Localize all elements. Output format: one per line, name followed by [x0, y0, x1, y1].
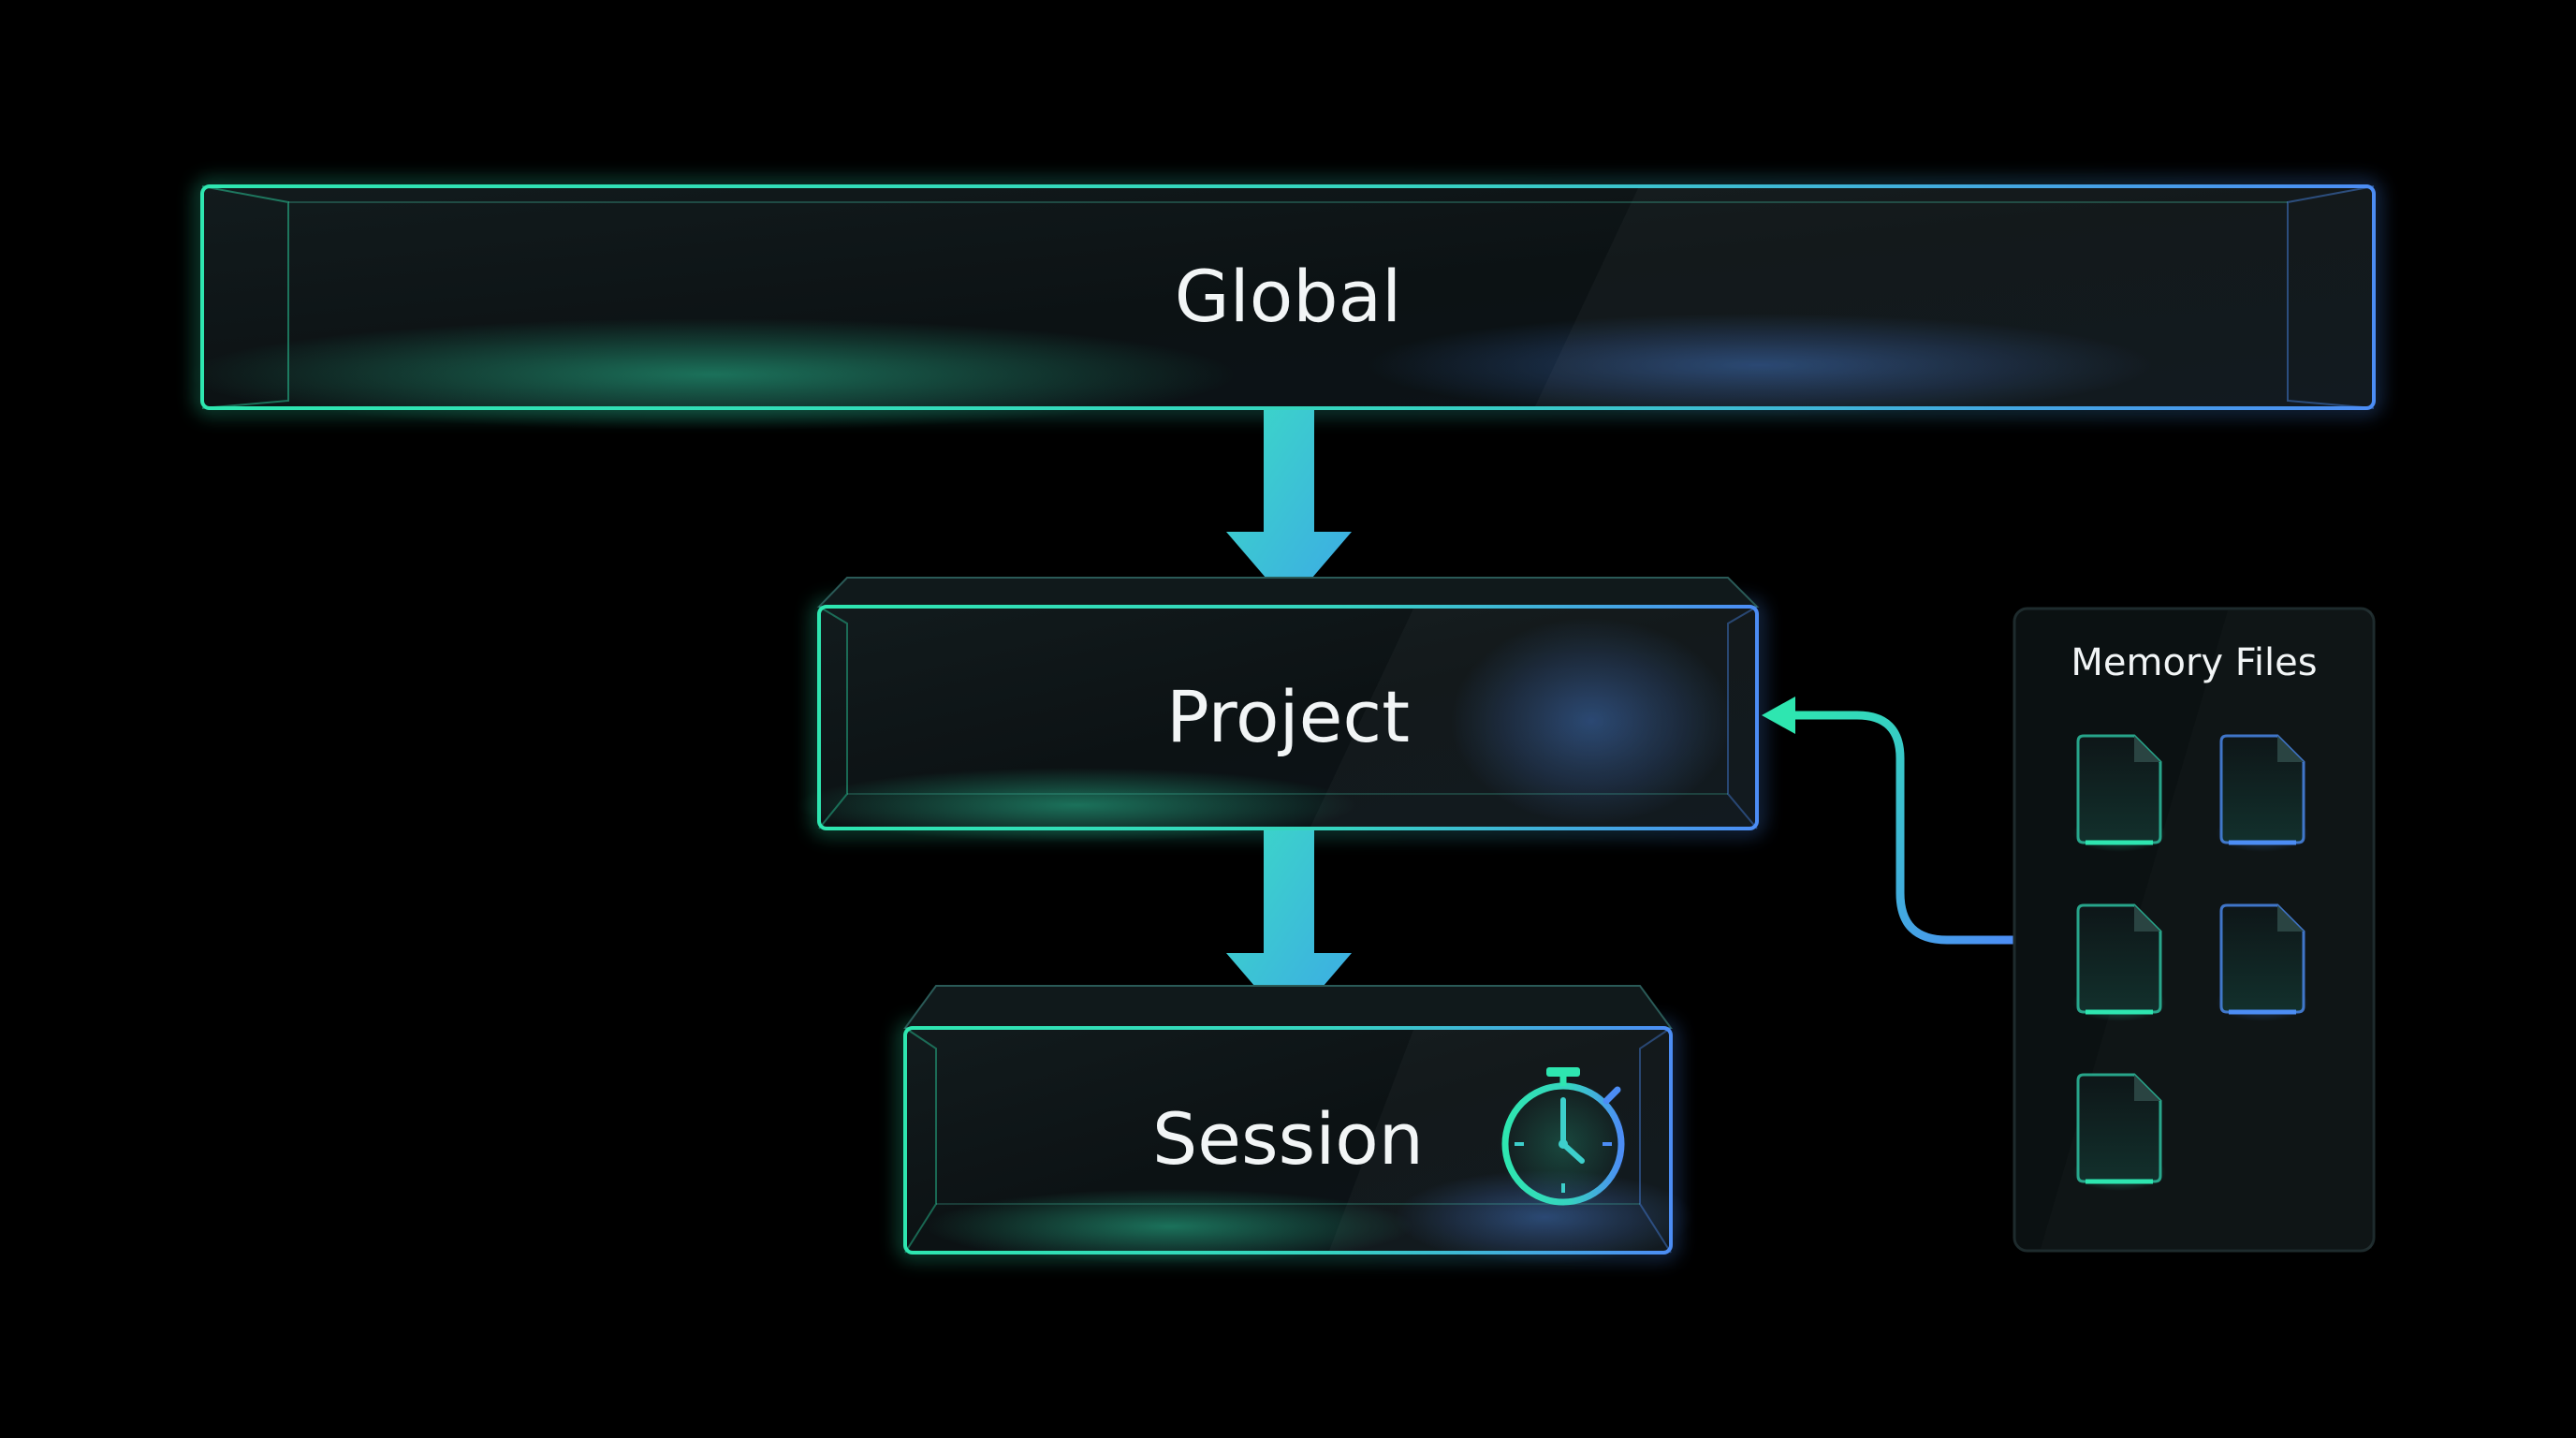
file-icon — [2072, 734, 2166, 852]
memory-files-title: Memory Files — [2071, 641, 2317, 684]
global-label: Global — [1175, 255, 1401, 338]
connector-memory-to-project — [1762, 697, 2019, 945]
arrow-global-to-project — [1226, 410, 1352, 605]
session-tier: Session — [899, 985, 1694, 1264]
global-tier: Global — [187, 180, 2380, 431]
connector-arrowhead — [1762, 697, 1795, 734]
project-label: Project — [1166, 675, 1410, 758]
file-grid — [2072, 734, 2309, 1191]
memory-files-panel: Memory Files — [2012, 607, 2376, 1253]
session-label: Session — [1152, 1097, 1424, 1181]
file-icon — [2216, 734, 2309, 852]
file-icon — [2216, 903, 2309, 1021]
arrow-project-to-session — [1226, 830, 1352, 1026]
project-tier: Project — [796, 577, 1764, 843]
file-icon — [2072, 903, 2166, 1021]
stopwatch-icon — [1498, 1067, 1629, 1210]
file-icon — [2072, 1073, 2166, 1191]
